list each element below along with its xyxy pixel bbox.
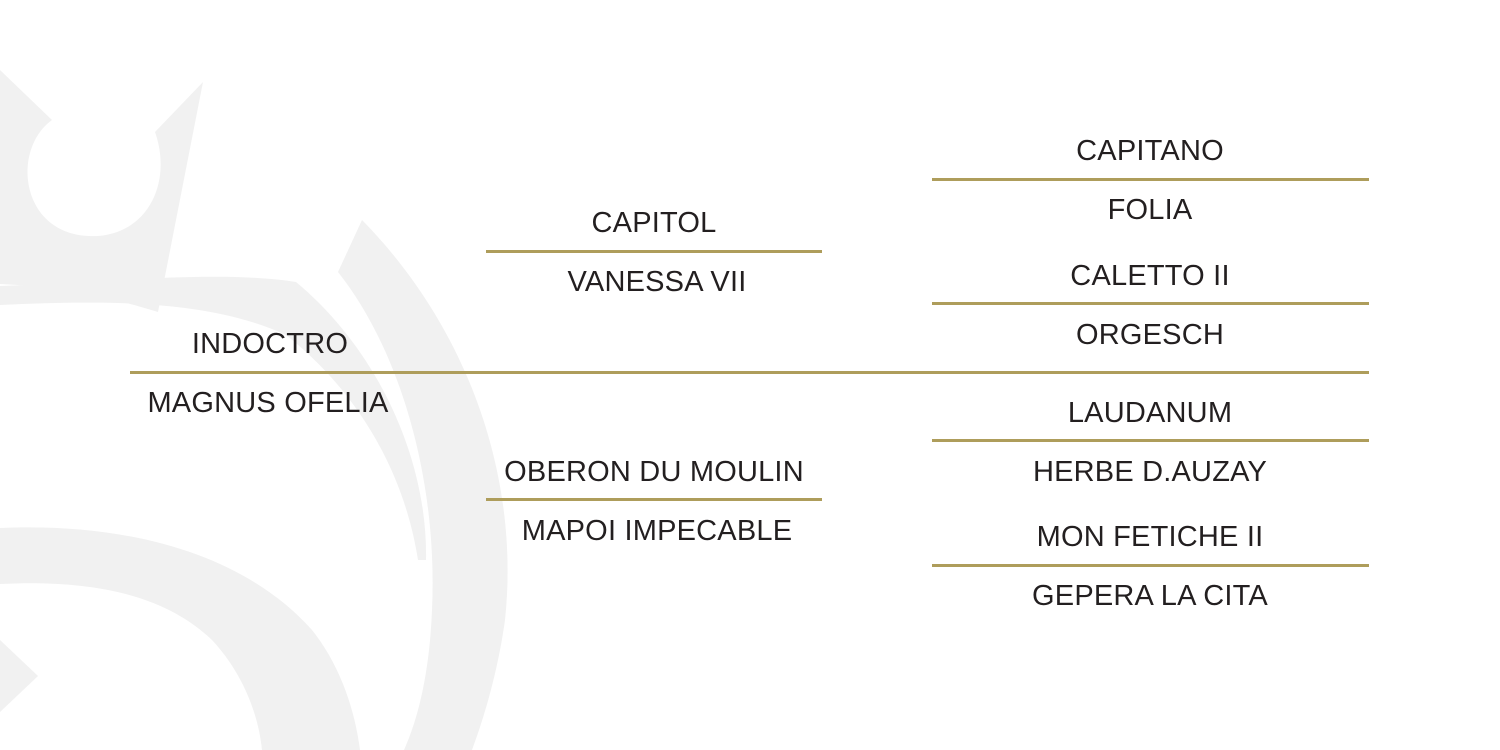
dam-dam-name: MAPOI IMPECABLE [521, 515, 793, 547]
sire-line-divider [486, 250, 822, 253]
dam-sire-dam-name: HERBE D.AUZAY [1032, 456, 1268, 488]
dam-dam-line-divider [932, 564, 1369, 567]
dam-dam-dam-name: GEPERA LA CITA [1032, 580, 1268, 612]
sire-sire-sire-name: CAPITANO [1076, 135, 1224, 167]
sire-dam-dam-name: ORGESCH [1075, 319, 1225, 351]
generation-1-divider [130, 371, 1369, 374]
dam-dam-sire-name: MON FETICHE II [1036, 521, 1264, 553]
sire-dam-sire-name: CALETTO II [1070, 260, 1230, 292]
dam-line-divider [486, 498, 822, 501]
dam-sire-line-divider [932, 439, 1369, 442]
dam-sire-sire-name: LAUDANUM [1067, 397, 1233, 429]
sire-name: INDOCTRO [191, 328, 349, 360]
dam-sire-name: OBERON DU MOULIN [504, 456, 804, 488]
sire-dam-line-divider [932, 302, 1369, 305]
sire-sire-name: CAPITOL [591, 207, 717, 239]
sire-sire-dam-name: FOLIA [1107, 194, 1193, 226]
sire-sire-line-divider [932, 178, 1369, 181]
dam-name: MAGNUS OFELIA [147, 387, 389, 419]
sire-dam-name: VANESSA VII [567, 266, 747, 298]
